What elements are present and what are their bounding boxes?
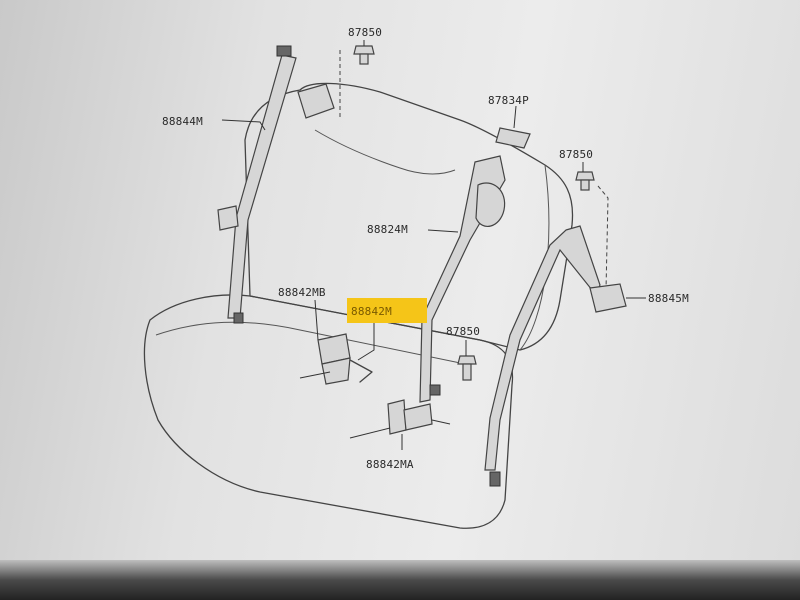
- leader-88842MB: [314, 299, 319, 341]
- seat-back: [244, 82, 574, 351]
- center-belt-lower-anchor: [429, 384, 441, 396]
- center-belt-retractor: [475, 182, 506, 227]
- leader-88842M: [357, 320, 375, 361]
- clip-part: [495, 127, 531, 149]
- label-88842MB: 88842MB: [278, 286, 326, 299]
- left-belt-guide: [217, 205, 239, 231]
- label-88842M: 88842M: [351, 305, 392, 318]
- cushion-seam: [155, 321, 471, 366]
- headrest-contour: [314, 129, 456, 175]
- label-87850-right: 87850: [559, 148, 593, 161]
- label-87850-center: 87850: [446, 325, 480, 338]
- leader-87834P: [513, 105, 517, 129]
- monitor-bezel: [0, 560, 800, 600]
- label-88845M: 88845M: [648, 292, 689, 305]
- bolt-right-dashed-line: [597, 185, 609, 291]
- label-88824M: 88824M: [367, 223, 408, 236]
- left-belt-webbing: [227, 54, 297, 319]
- right-belt-retractor: [589, 283, 627, 313]
- label-88844M: 88844M: [162, 115, 203, 128]
- buckle-lower-assembly: [349, 399, 451, 439]
- seatbelt-parts-diagram: 87850 88844M 87834P 87850 88824M 88842MB…: [143, 26, 689, 529]
- center-belt-webbing: [419, 155, 506, 403]
- part-highlight: [347, 298, 427, 323]
- right-belt-webbing: [484, 225, 601, 471]
- leader-88824M: [427, 229, 459, 233]
- left-belt-lower-anchor: [233, 312, 244, 324]
- bolt-right-icon: [575, 171, 595, 191]
- label-88842MA: 88842MA: [366, 458, 414, 471]
- label-87850-top: 87850: [348, 26, 382, 39]
- bolt-center-icon: [457, 355, 477, 381]
- buckle-left-assembly: [299, 333, 373, 385]
- label-87834P: 87834P: [488, 94, 529, 107]
- left-belt-retractor: [297, 83, 335, 119]
- right-belt-lower-anchor: [489, 471, 501, 487]
- left-belt-anchor: [276, 45, 292, 57]
- leader-88844M: [221, 119, 266, 131]
- bolt-top-icon: [353, 45, 375, 65]
